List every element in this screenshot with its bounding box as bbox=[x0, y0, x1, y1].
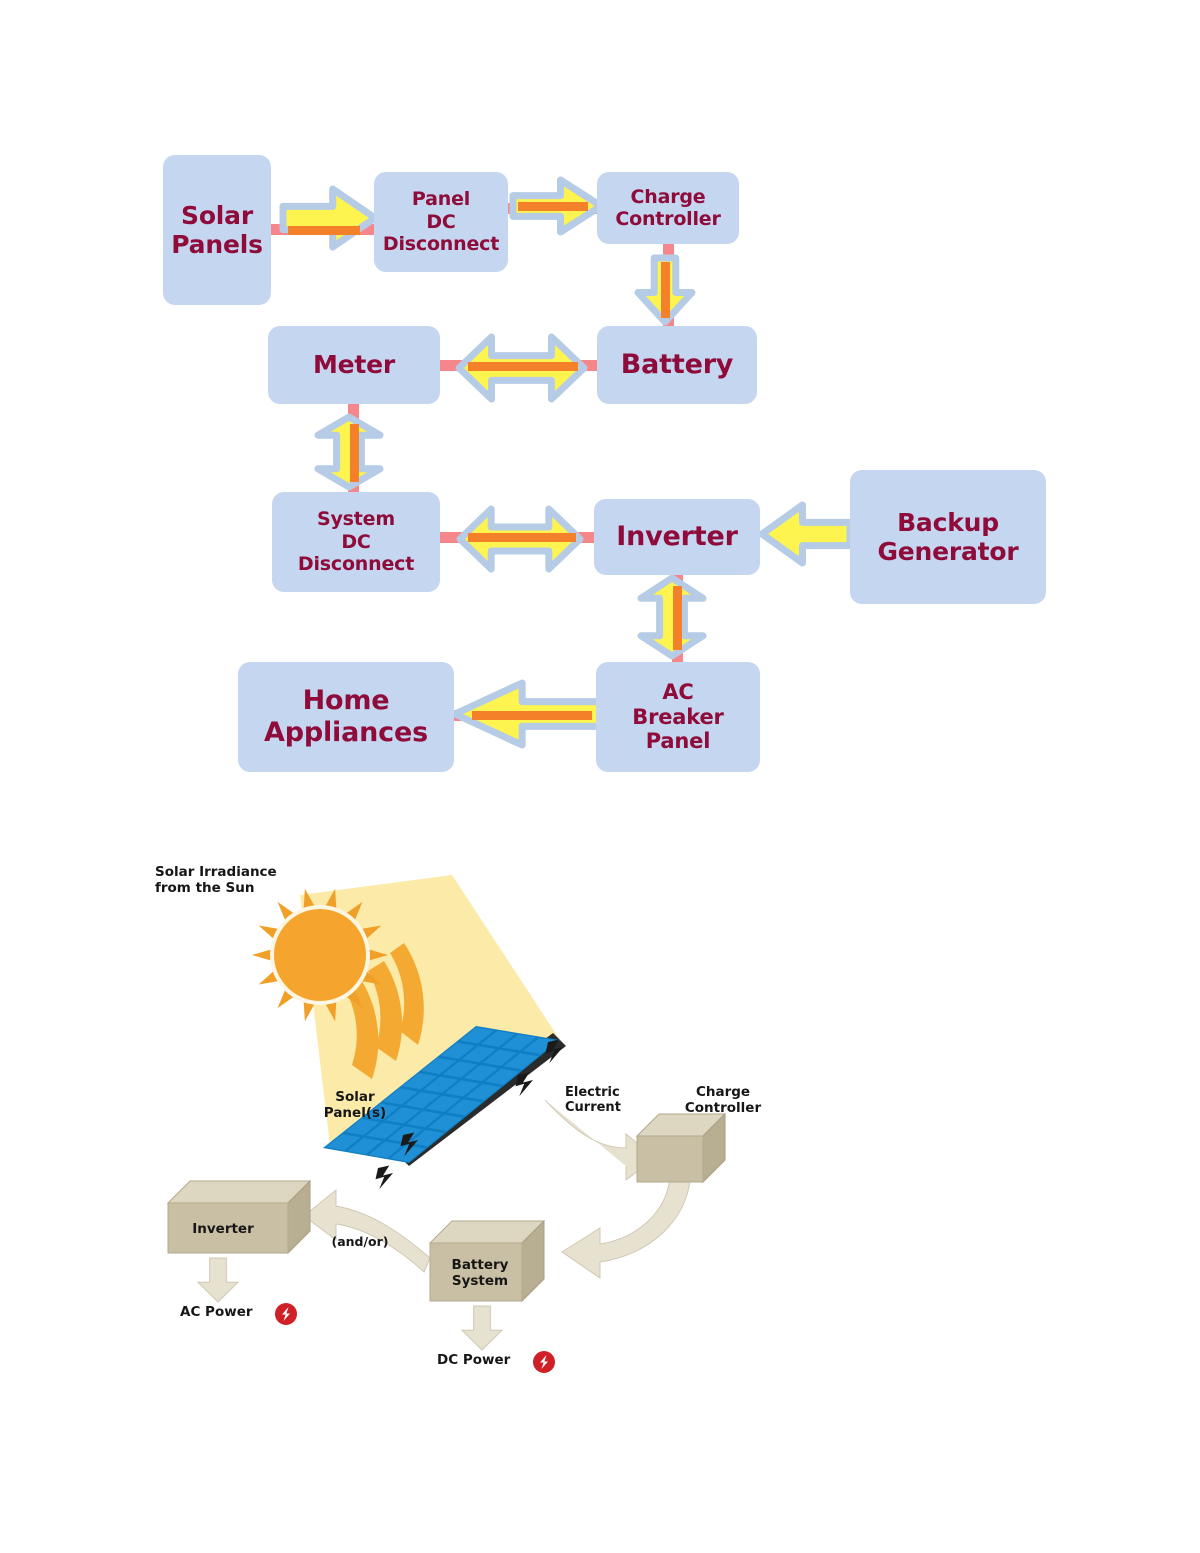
label-ac-power: AC Power bbox=[180, 1304, 253, 1320]
label-solar-panels: Solar Panel(s) bbox=[323, 1089, 387, 1121]
label-solar-irradiance: Solar Irradiance from the Sun bbox=[155, 864, 277, 896]
bar-inverter-acbreaker bbox=[673, 586, 682, 650]
panel-cell bbox=[390, 1145, 426, 1162]
flow-node-meter[interactable]: Meter bbox=[268, 326, 440, 404]
panel-cell bbox=[501, 1034, 537, 1051]
flow-node-inverter[interactable]: Inverter bbox=[594, 499, 760, 575]
flow-node-label: AC Breaker Panel bbox=[632, 679, 724, 754]
flow-node-label: Inverter bbox=[616, 521, 738, 553]
box-battery-system bbox=[428, 1219, 546, 1303]
panel-cell bbox=[404, 1091, 440, 1109]
panel-cell bbox=[383, 1088, 418, 1105]
panel-cell bbox=[480, 1030, 516, 1047]
arrow-battery-to-inverter bbox=[303, 1188, 431, 1273]
label-inverter: Inverter bbox=[192, 1221, 254, 1237]
box-front bbox=[636, 1135, 704, 1183]
solar-irradiance-illustration bbox=[166, 875, 727, 1351]
flow-node-system-dc-disconnect[interactable]: System DC Disconnect bbox=[272, 492, 440, 592]
panel-cell bbox=[344, 1118, 380, 1136]
label-and-or: (and/or) bbox=[331, 1234, 389, 1249]
flow-node-ac-breaker-panel[interactable]: AC Breaker Panel bbox=[596, 662, 760, 772]
box-top bbox=[166, 1180, 312, 1204]
flow-node-label: Backup Generator bbox=[877, 507, 1019, 567]
panel-cell bbox=[368, 1141, 404, 1158]
panel-cell bbox=[459, 1027, 495, 1044]
flow-node-label: Battery bbox=[620, 349, 734, 381]
label-charge-controller: Charge Controller bbox=[684, 1084, 762, 1116]
panel-cell bbox=[447, 1099, 482, 1116]
label-dc-power: DC Power bbox=[437, 1352, 511, 1368]
flow-node-label: Solar Panels bbox=[171, 200, 263, 260]
flow-node-solar-panels[interactable]: Solar Panels bbox=[163, 155, 271, 305]
panel-cell bbox=[444, 1080, 480, 1097]
arrow-panel-to-charge-controller bbox=[544, 1099, 656, 1182]
solar-panel-graphic bbox=[323, 1026, 566, 1166]
arrow-charge-controller-to-battery bbox=[561, 1177, 691, 1279]
flow-node-backup-generator[interactable]: Backup Generator bbox=[850, 470, 1046, 604]
flow-node-charge-controller[interactable]: Charge Controller bbox=[597, 172, 739, 244]
dc-power-badge bbox=[533, 1351, 555, 1373]
flow-node-label: Charge Controller bbox=[615, 185, 721, 230]
bar-charge-to-battery bbox=[661, 262, 670, 318]
flow-node-label: Home Appliances bbox=[264, 685, 428, 748]
bar-acbreaker-to-home bbox=[472, 711, 592, 720]
sun-icon bbox=[252, 888, 388, 1022]
arrow-meter-systemdc bbox=[314, 413, 384, 491]
panel-cell bbox=[482, 1049, 518, 1066]
panel-cell bbox=[442, 1061, 478, 1078]
panel-cell bbox=[503, 1053, 539, 1070]
flow-node-battery[interactable]: Battery bbox=[597, 326, 757, 404]
bar-paneldc-to-charge bbox=[518, 202, 588, 211]
bar-systemdc-inverter bbox=[468, 533, 576, 542]
label-battery-system: Battery System bbox=[451, 1257, 509, 1289]
panel-cell bbox=[406, 1110, 442, 1128]
bar-battery-meter bbox=[468, 362, 578, 371]
flow-node-home-appliances[interactable]: Home Appliances bbox=[238, 662, 454, 772]
panel-cell bbox=[409, 1129, 444, 1147]
lightning-bolt-icon bbox=[375, 1165, 393, 1190]
box-inverter bbox=[166, 1179, 312, 1255]
panel-cell bbox=[484, 1068, 520, 1085]
arrow-battery-to-dc-power bbox=[460, 1305, 504, 1351]
panel-cell bbox=[428, 1114, 463, 1131]
panel-cell bbox=[402, 1073, 437, 1090]
panel-cell bbox=[385, 1107, 421, 1124]
panel-cell bbox=[425, 1095, 461, 1112]
lightning-bolt-icon bbox=[515, 1072, 533, 1097]
sun-ray-arcs bbox=[346, 943, 424, 1079]
panel-cell bbox=[387, 1126, 423, 1143]
lightning-bolt-icon bbox=[545, 1039, 563, 1064]
flow-node-panel-dc-disconnect[interactable]: Panel DC Disconnect bbox=[374, 172, 508, 272]
ac-power-badge bbox=[275, 1303, 297, 1325]
arrow-inverter-acbreaker bbox=[637, 574, 707, 660]
panel-cell bbox=[466, 1083, 501, 1101]
label-electric-current: Electric Current bbox=[565, 1085, 621, 1116]
arrow-inverter-to-ac-power bbox=[196, 1257, 240, 1303]
panel-cell bbox=[347, 1137, 383, 1155]
panel-cell bbox=[463, 1064, 499, 1082]
bar-solar-to-paneldc bbox=[288, 226, 360, 235]
panel-cell bbox=[423, 1076, 459, 1093]
lightning-bolt-icon bbox=[400, 1132, 418, 1157]
bar-meter-systemdc bbox=[350, 424, 359, 482]
flow-node-label: System DC Disconnect bbox=[297, 508, 415, 576]
flow-node-label: Panel DC Disconnect bbox=[382, 188, 500, 256]
panel-cell bbox=[440, 1042, 476, 1059]
arrow-backupgen-to-inverter bbox=[758, 501, 854, 567]
box-front bbox=[429, 1242, 523, 1302]
arrow-solar-to-paneldc bbox=[279, 185, 379, 251]
box-front bbox=[167, 1202, 289, 1254]
box-charge-controller bbox=[635, 1112, 727, 1184]
panel-cell bbox=[461, 1046, 497, 1063]
flow-node-label: Meter bbox=[312, 350, 396, 380]
panel-cell bbox=[325, 1134, 361, 1151]
panel-cell bbox=[366, 1122, 402, 1139]
panel-cell bbox=[421, 1057, 457, 1075]
panel-cell bbox=[364, 1103, 399, 1120]
